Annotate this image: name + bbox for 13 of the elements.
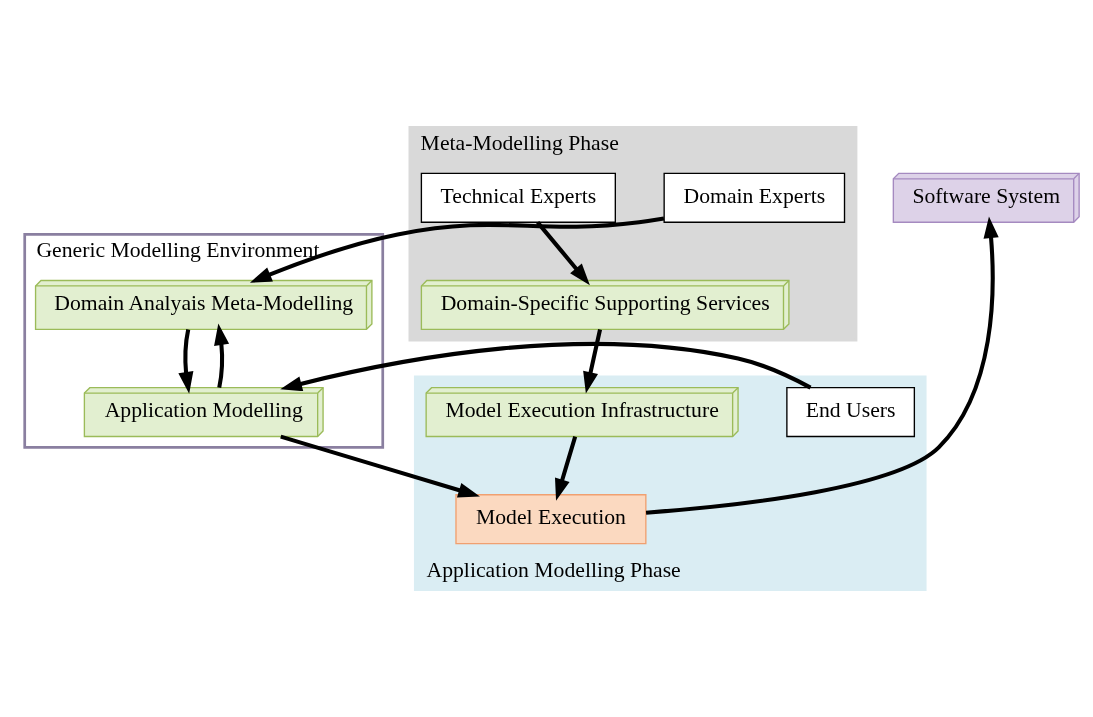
arrow xyxy=(583,329,603,394)
arrow xyxy=(280,434,480,498)
arrow xyxy=(249,216,665,283)
node-box: Domain Experts xyxy=(663,172,846,223)
arrow xyxy=(536,221,590,286)
arrow xyxy=(645,216,999,515)
arrow xyxy=(555,436,578,501)
node-box: Technical Experts xyxy=(420,172,616,223)
arrow xyxy=(214,323,230,388)
arrow xyxy=(280,341,812,392)
node-box: Model Execution xyxy=(455,494,647,545)
node-box: End Users xyxy=(786,387,916,438)
arrow xyxy=(178,329,194,394)
